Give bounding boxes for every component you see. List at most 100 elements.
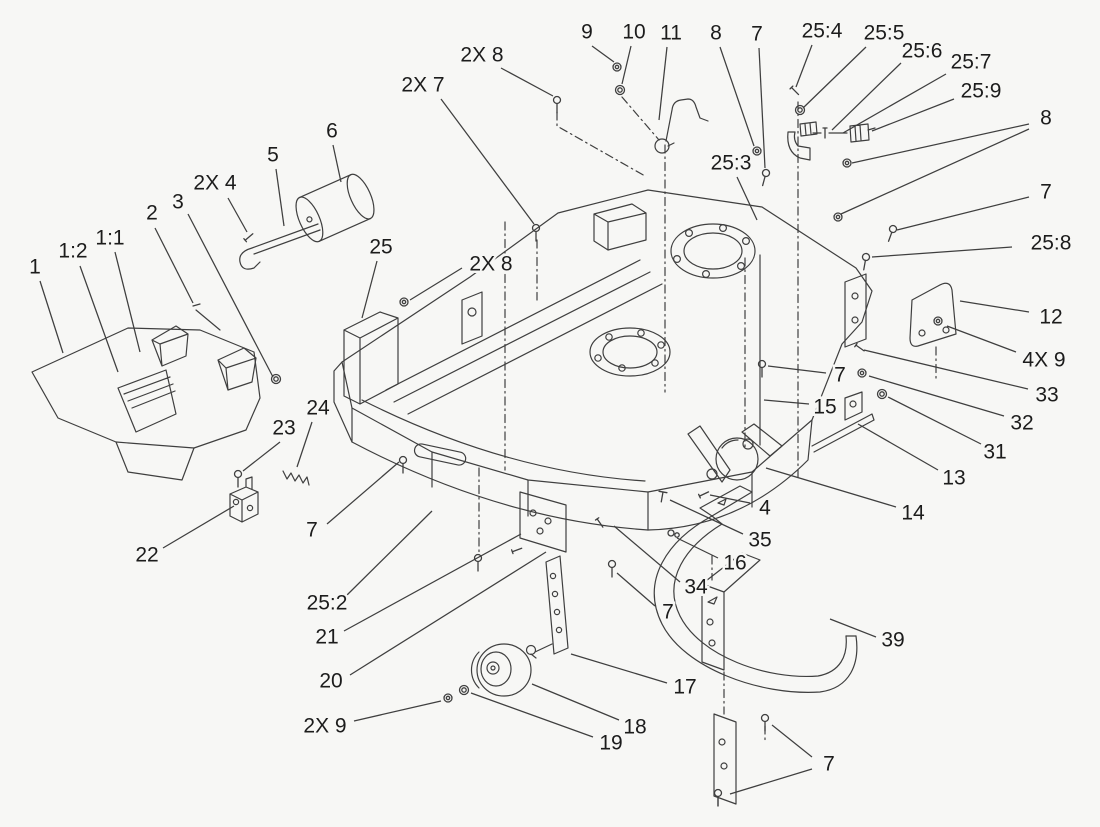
- blade-right-hub: [742, 438, 754, 450]
- bolt-drop-line: [556, 111, 646, 177]
- caster-mount-bracket: [519, 491, 567, 553]
- pivot-rod-plate: [844, 391, 863, 421]
- callout-leader: [570, 653, 668, 684]
- washer-fastener-icon: [876, 388, 888, 400]
- part-callout-25-9: 25:9: [961, 80, 1002, 103]
- caster-wheel-assembly: [470, 555, 569, 697]
- deck-left-support-bracket: [343, 311, 399, 405]
- lift-hook-rod: [654, 98, 709, 154]
- deck-inner-fold: [361, 399, 646, 482]
- pin-fastener-icon: [697, 491, 710, 499]
- part-callout-25-6: 25:6: [902, 40, 943, 63]
- washer-fastener-icon: [614, 84, 626, 96]
- chute-side-plate-large: [701, 552, 761, 671]
- callout-leader: [349, 551, 547, 676]
- part-callout-18: 18: [623, 716, 646, 739]
- callout-leader: [79, 265, 119, 373]
- plate-large-hole-1: [706, 618, 714, 626]
- part-callout-3: 3: [172, 191, 184, 214]
- part-callout-34: 34: [684, 576, 708, 599]
- part-callout-21: 21: [315, 626, 338, 649]
- callout-leader: [275, 168, 285, 227]
- blade-left: [687, 425, 731, 483]
- bolt-fastener-icon: [887, 224, 898, 242]
- part-callout-2X-9: 2X 9: [303, 715, 346, 738]
- chute-top-tab: [699, 485, 753, 517]
- bolt-fastener-icon: [757, 359, 767, 378]
- part-callout-31: 31: [983, 441, 1006, 464]
- part-callout-13: 13: [942, 467, 965, 490]
- part-callout-25-4: 25:4: [802, 20, 843, 43]
- belt-cover-assembly: [31, 303, 261, 481]
- callout-leader: [409, 267, 463, 301]
- callout-leader: [736, 176, 758, 221]
- bolt-fastener-icon: [761, 168, 771, 187]
- caster-mount-hole-2: [544, 517, 552, 525]
- strip-hole-4: [555, 626, 563, 634]
- callout-leader: [669, 499, 744, 535]
- pin-fastener-icon: [822, 127, 828, 139]
- latch-pin: [192, 303, 221, 331]
- callout-leader: [326, 461, 400, 525]
- chute-inner-curve: [673, 523, 847, 678]
- part-callout-24: 24: [306, 397, 330, 420]
- deck-slot-reinforcement: [413, 443, 467, 466]
- cotter-fastener-icon: [667, 529, 680, 538]
- part-callout-23: 23: [272, 417, 295, 440]
- pin-fastener-icon: [789, 85, 800, 96]
- bolt-fastener-icon: [607, 559, 617, 578]
- part-callout-20: 20: [319, 670, 342, 693]
- washer-fastener-icon: [458, 684, 470, 696]
- deck-top-bracket: [593, 203, 647, 251]
- part-callout-25: 25: [369, 236, 392, 259]
- callout-leader: [802, 46, 867, 109]
- callout-leader: [887, 396, 982, 445]
- callout-leader: [767, 365, 827, 374]
- part-callout-32: 32: [1010, 412, 1033, 435]
- callout-leader: [500, 67, 554, 97]
- part-callout-4: 4: [759, 497, 771, 520]
- part-callout-15: 15: [813, 396, 836, 419]
- bolt-fastener-icon: [531, 223, 541, 242]
- part-callout-33: 33: [1035, 384, 1058, 407]
- callout-leader: [851, 123, 1030, 164]
- callout-leader: [344, 510, 433, 598]
- part-callout-8: 8: [710, 22, 722, 45]
- plate-small-hole-1: [718, 738, 726, 746]
- pivot-rod: [811, 413, 875, 453]
- rod-bends: [665, 98, 709, 147]
- callout-leader: [531, 683, 620, 721]
- nut-fastener-icon: [833, 212, 843, 222]
- belt-cover-front-flap: [115, 441, 195, 481]
- callout-leader: [162, 505, 235, 549]
- fitting-threads: [799, 121, 818, 137]
- fastener-layer: [233, 62, 943, 807]
- roller-assembly: [239, 173, 375, 270]
- blade-ball-assembly: [687, 423, 783, 483]
- caster-height-strip: [545, 555, 569, 655]
- callout-leader: [613, 525, 681, 583]
- cover-latch-front: [151, 325, 189, 367]
- washer-fastener-icon: [270, 373, 282, 385]
- part-callout-7: 7: [834, 364, 846, 387]
- callout-leader: [946, 325, 1017, 353]
- part-callout-1: 1: [29, 256, 41, 279]
- deck-top-outline: [341, 189, 873, 493]
- bolt-fastener-icon: [473, 553, 483, 572]
- nut-fastener-icon: [443, 693, 453, 703]
- nut-fastener-icon: [399, 297, 409, 307]
- gauge-bracket: [909, 282, 957, 347]
- callout-leader: [296, 421, 313, 468]
- grease-fitting-assembly: [787, 121, 876, 161]
- caster-hub-center: [490, 665, 496, 671]
- part-callout-2X-8: 2X 8: [469, 253, 512, 276]
- part-callout-11: 11: [660, 22, 682, 45]
- part-callout-7: 7: [1040, 181, 1052, 204]
- connector-fitting: [849, 123, 876, 143]
- callout-leader: [187, 213, 274, 378]
- pin-fastener-icon: [854, 342, 865, 352]
- part-callout-4X-9: 4X 9: [1022, 349, 1065, 372]
- deck-skirt-ribs: [431, 451, 753, 531]
- callout-leader: [857, 423, 939, 471]
- washer-drop-line: [621, 96, 660, 141]
